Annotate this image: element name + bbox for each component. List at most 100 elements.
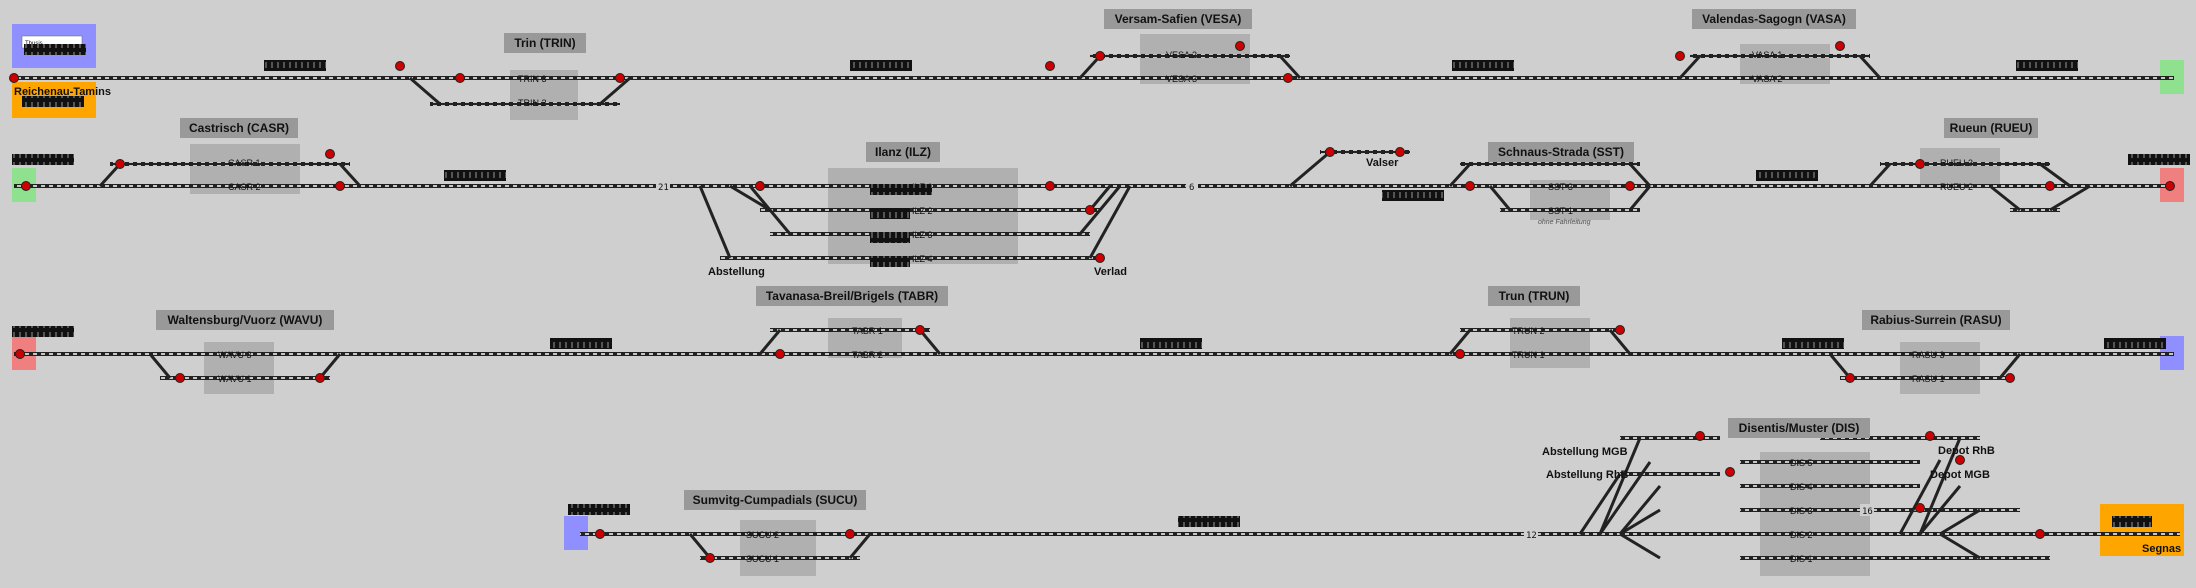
signal-red[interactable] [1625, 181, 1635, 191]
track-trin2[interactable] [430, 102, 620, 106]
track-dis1[interactable] [1740, 556, 1940, 560]
track-label-ilz3: ILZ 3 [912, 230, 933, 240]
signal-red[interactable] [15, 349, 25, 359]
signal-red[interactable] [705, 553, 715, 563]
train-number-display[interactable] [444, 170, 506, 181]
signal-red[interactable] [1283, 73, 1293, 83]
train-number-display[interactable] [870, 256, 910, 267]
signal-red[interactable] [9, 73, 19, 83]
signal-red[interactable] [115, 159, 125, 169]
place-labels: Reichenau-Tamins Valser Abstellung Verla… [14, 86, 2181, 555]
signal-red[interactable] [335, 181, 345, 191]
signal-red[interactable] [1915, 503, 1925, 513]
track-rasu1[interactable] [1840, 376, 2010, 380]
signal-red[interactable] [1045, 61, 1055, 71]
train-number-display[interactable] [850, 60, 912, 71]
signal-red[interactable] [615, 73, 625, 83]
signal-red[interactable] [915, 325, 925, 335]
track-row4-main[interactable] [580, 532, 2180, 536]
signal-red[interactable] [1845, 373, 1855, 383]
train-number-display[interactable] [870, 208, 910, 219]
signal-red[interactable] [775, 349, 785, 359]
signal-red[interactable] [1675, 51, 1685, 61]
signal-red[interactable] [1695, 431, 1705, 441]
track-sst1[interactable] [1500, 208, 1640, 212]
station-title-tabr: Tavanasa-Breil/Brigels (TABR) [766, 289, 938, 303]
signal-red[interactable] [595, 529, 605, 539]
track-ilz2[interactable] [760, 208, 1100, 212]
signal-red[interactable] [1465, 181, 1475, 191]
train-number-display[interactable] [1782, 338, 1844, 349]
signal-red[interactable] [1725, 467, 1735, 477]
track-vesa2[interactable] [1090, 54, 1290, 58]
signal-red[interactable] [845, 529, 855, 539]
track-depot-rhb[interactable] [1820, 436, 1980, 440]
signal-red[interactable] [175, 373, 185, 383]
train-number-display[interactable] [2016, 60, 2078, 71]
train-number-display[interactable] [1382, 190, 1444, 201]
signal-red[interactable] [755, 181, 765, 191]
train-number-display[interactable] [1178, 516, 1240, 527]
signal-red[interactable] [1615, 325, 1625, 335]
signal-red[interactable] [2005, 373, 2015, 383]
track-dis4[interactable] [1740, 484, 1920, 488]
train-number-display[interactable] [1140, 338, 1202, 349]
train-number-display[interactable] [22, 96, 84, 107]
track-casr1[interactable] [110, 162, 350, 166]
train-number-display[interactable] [568, 504, 630, 515]
track-row1-main[interactable] [14, 76, 2174, 80]
train-number-display[interactable] [870, 232, 910, 243]
signal-red[interactable] [1045, 181, 1055, 191]
train-number-display[interactable] [2128, 154, 2190, 165]
signal-red[interactable] [1835, 41, 1845, 51]
end-orange-right-4[interactable] [2100, 504, 2184, 556]
track-rueu3[interactable] [1880, 162, 2050, 166]
track-dis3[interactable] [1740, 508, 1940, 512]
train-number-display[interactable] [12, 326, 74, 337]
track-rueu-loop[interactable] [2010, 208, 2060, 212]
signal-red[interactable] [1455, 349, 1465, 359]
track-valser[interactable] [1320, 150, 1410, 154]
track-wavu1[interactable] [160, 376, 330, 380]
note-ohne-fahrleitung: ohne Fahrleitung [1538, 219, 1591, 226]
track-abst-rhb[interactable] [1620, 472, 1720, 476]
signal-red[interactable] [315, 373, 325, 383]
signal-red[interactable] [2165, 181, 2175, 191]
signal-red[interactable] [1095, 253, 1105, 263]
signal-red[interactable] [1955, 455, 1965, 465]
train-number-display[interactable] [264, 60, 326, 71]
track-abst-mgb[interactable] [1620, 436, 1720, 440]
signal-red[interactable] [21, 181, 31, 191]
signal-red[interactable] [1095, 51, 1105, 61]
signal-red[interactable] [395, 61, 405, 71]
track-row2-main[interactable] [14, 184, 2174, 188]
signal-red[interactable] [2035, 529, 2045, 539]
signal-red[interactable] [1085, 205, 1095, 215]
signal-red[interactable] [1235, 41, 1245, 51]
signal-red[interactable] [1925, 431, 1935, 441]
signal-red[interactable] [1395, 147, 1405, 157]
train-number-display[interactable] [1452, 60, 1514, 71]
track-ilz3[interactable] [770, 232, 1090, 236]
train-number-displays [12, 44, 2190, 527]
signal-red[interactable] [1325, 147, 1335, 157]
signal-red[interactable] [455, 73, 465, 83]
signal-red[interactable] [325, 149, 335, 159]
track-sucu1[interactable] [700, 556, 860, 560]
track-tabr1[interactable] [770, 328, 930, 332]
track-row3-main[interactable] [14, 352, 2174, 356]
train-number-display[interactable] [1756, 170, 1818, 181]
track-dis-east-2[interactable] [1940, 556, 2050, 560]
signal-red[interactable] [1915, 159, 1925, 169]
track-sst3[interactable] [1460, 162, 1640, 166]
signal-red[interactable] [2045, 181, 2055, 191]
track-dis5[interactable] [1740, 460, 1920, 464]
track-trun2[interactable] [1460, 328, 1620, 332]
train-number-display[interactable] [24, 44, 86, 55]
train-number-display[interactable] [550, 338, 612, 349]
train-number-display[interactable] [12, 154, 74, 165]
train-number-display[interactable] [2104, 338, 2166, 349]
train-number-display[interactable] [870, 184, 932, 195]
train-number-display[interactable] [2112, 516, 2152, 527]
track-vasa1[interactable] [1690, 54, 1870, 58]
